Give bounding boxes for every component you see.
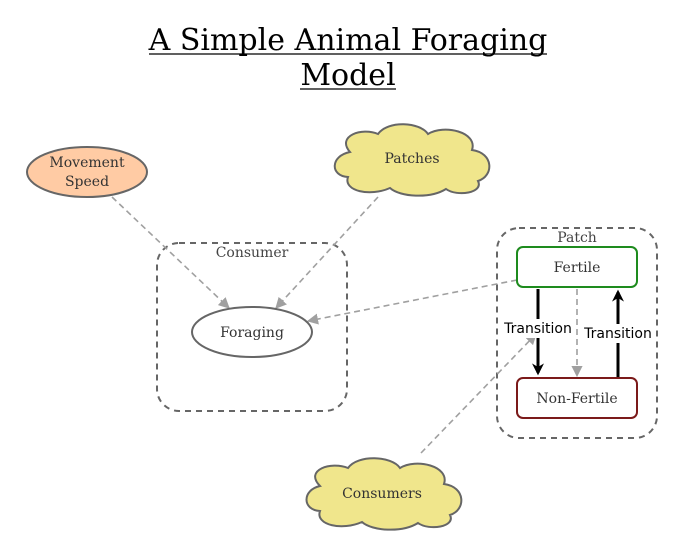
transition-up-label: Transition [583,326,652,342]
title-line-1: A Simple Animal Foraging [148,23,548,58]
consumers-cloud-node [305,457,463,531]
patches-cloud-node [333,123,491,197]
foraging-label: Foraging [220,325,284,341]
consumers-label: Consumers [342,486,422,502]
transition-down-label-bg [500,319,576,338]
diagram-title: A Simple Animal Foraging Model [148,23,548,93]
transition-down-label: Transition [503,321,572,337]
arrow-movement-to-foraging [111,196,230,309]
fertile-node [516,246,638,288]
movement-speed-node [26,146,148,198]
patch-group-box [496,227,658,439]
non-fertile-node [516,377,638,419]
consumer-group-label: Consumer [216,245,289,261]
fertile-label: Fertile [554,260,601,276]
movement-speed-label-1: Movement [49,155,125,171]
movement-speed-label-2: Speed [65,174,109,190]
transition-up-label-bg [580,324,656,343]
title-line-2: Model [300,58,395,93]
patches-label: Patches [384,151,439,167]
arrow-consumers-to-transition [420,333,537,454]
foraging-node [191,306,313,358]
arrow-patches-to-foraging [275,196,379,309]
consumer-group-box [156,242,348,412]
non-fertile-label: Non-Fertile [536,391,617,407]
arrow-fertile-to-foraging [306,279,518,325]
patch-group-label: Patch [557,230,597,246]
